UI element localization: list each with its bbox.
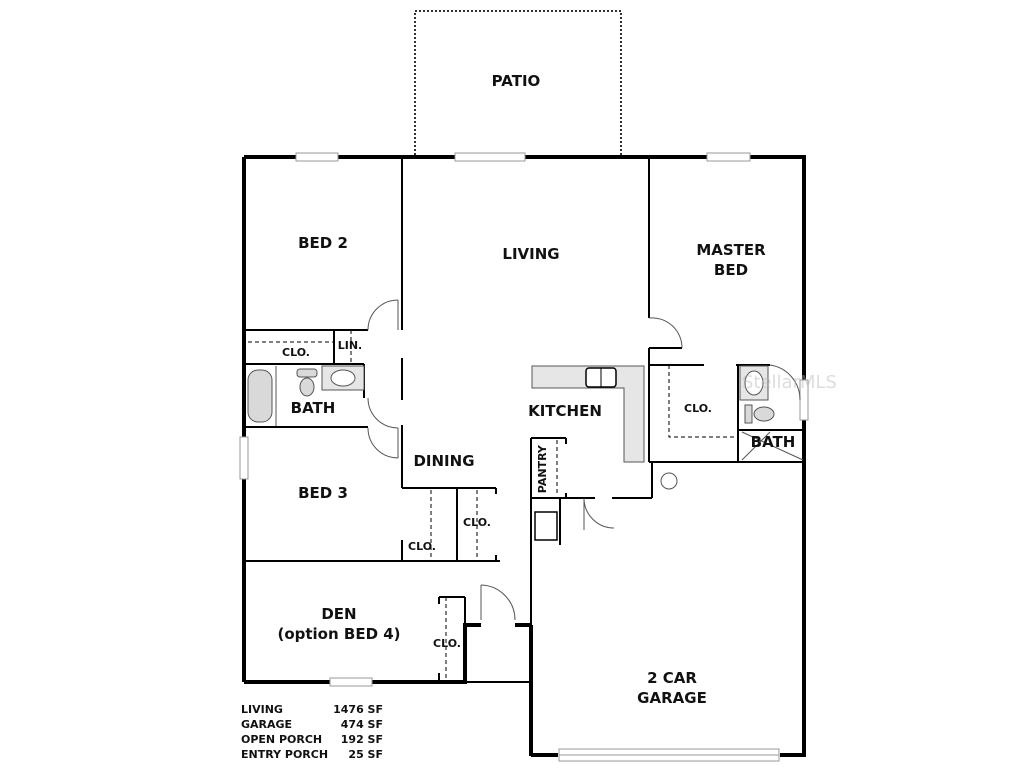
area-value: 1476 SF (333, 703, 383, 716)
area-label: ENTRY PORCH (241, 748, 329, 761)
area-label: OPEN PORCH (241, 733, 323, 746)
room-label-bed2: BED 2 (298, 234, 348, 252)
windows (239, 152, 809, 762)
area-row-living: LIVING 1476 SF (241, 702, 383, 717)
room-label-patio: PATIO (491, 72, 541, 90)
room-label-kitchen: KITCHEN (528, 402, 602, 420)
garage-line1: 2 CAR (647, 669, 697, 687)
fixtures (247, 365, 775, 541)
garage-line2: GARAGE (637, 688, 707, 707)
area-row-open-porch: OPEN PORCH 192 SF (241, 732, 383, 747)
area-value: 192 SF (340, 733, 383, 746)
area-summary: LIVING 1476 SF GARAGE 474 SF OPEN PORCH … (241, 702, 383, 762)
area-row-garage: GARAGE 474 SF (241, 717, 383, 732)
area-value: 25 SF (348, 748, 383, 761)
room-label-garage: 2 CAR GARAGE (626, 669, 718, 708)
interior-walls (244, 157, 806, 683)
room-label-den-closet: CLO. (433, 637, 461, 650)
den-line1: DEN (321, 605, 357, 623)
area-row-entry-porch: ENTRY PORCH 25 SF (241, 747, 383, 762)
area-value: 474 SF (340, 718, 383, 731)
watermark: StellarMLS (742, 372, 837, 393)
room-label-master-bath: BATH (750, 433, 796, 451)
closet-rods (248, 330, 738, 682)
room-label-bed3-closet: CLO. (408, 540, 436, 553)
room-label-hall-closet: CLO. (463, 516, 491, 529)
area-label: GARAGE (241, 718, 293, 731)
room-label-living: LIVING (502, 245, 560, 263)
room-label-bed3: BED 3 (298, 484, 348, 502)
den-line2: (option BED 4) (277, 624, 401, 643)
master-bed-line2: BED (713, 260, 749, 279)
room-label-pantry: PANTRY (535, 445, 549, 494)
room-label-den: DEN (option BED 4) (268, 605, 410, 644)
room-label-dining: DINING (413, 452, 475, 470)
room-label-bed2-closet: CLO. (282, 346, 310, 359)
room-label-master-bed: MASTER BED (680, 241, 782, 280)
room-label-linen: LIN. (337, 339, 363, 352)
doors (367, 299, 804, 621)
room-label-bath: BATH (290, 399, 336, 417)
master-bed-line1: MASTER (696, 241, 766, 259)
area-label: LIVING (241, 703, 283, 716)
room-label-master-closet: CLO. (684, 402, 712, 415)
